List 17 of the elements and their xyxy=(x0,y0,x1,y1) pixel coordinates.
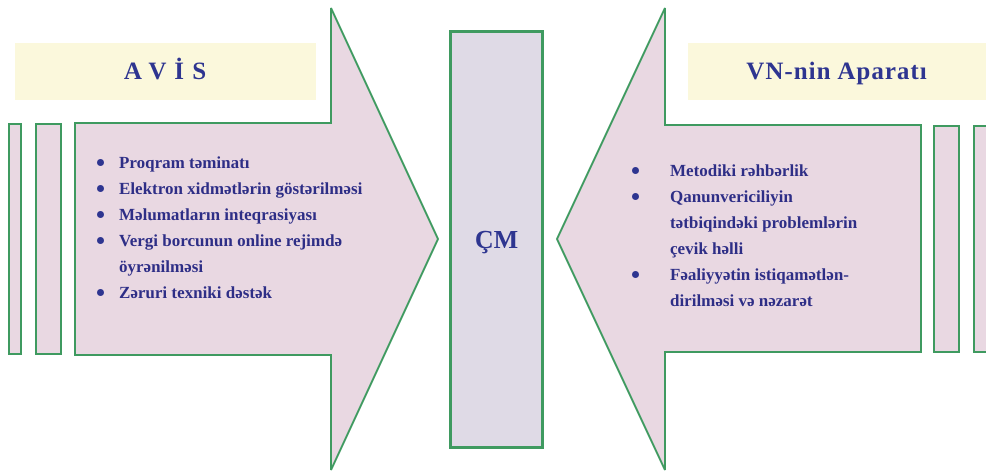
bullet-item: Qanunvericiliyin tətbiqindəki problemlərin çevik həlli xyxy=(632,184,882,262)
bullet-item: Vergi borcunun online rejimdə öyrənilməsi xyxy=(95,228,380,280)
bullet-item: Məlumatların inteqrasiyası xyxy=(95,202,380,228)
heading-band xyxy=(688,43,986,100)
bullet-item: Metodiki rəhbərlik xyxy=(632,158,882,184)
heading: A V İ S xyxy=(124,58,208,86)
box-title: ÇM xyxy=(474,224,518,254)
bullet-item: Fəaliyyətin istiqamətlən-dirilməsi və nəzarət xyxy=(632,262,882,314)
bar-shape xyxy=(933,125,960,353)
bullet-item: Proqram təminatı xyxy=(95,150,380,176)
heading: VN-nin Aparatı xyxy=(746,58,928,86)
heading-band xyxy=(15,43,316,100)
bar-shape xyxy=(8,123,22,355)
bullet-item: Zəruri texniki dəstək xyxy=(95,280,380,306)
bullet-item: Elektron xidmətlərin göstərilməsi xyxy=(95,176,380,202)
center-box xyxy=(449,30,544,449)
bar-shape xyxy=(35,123,62,355)
